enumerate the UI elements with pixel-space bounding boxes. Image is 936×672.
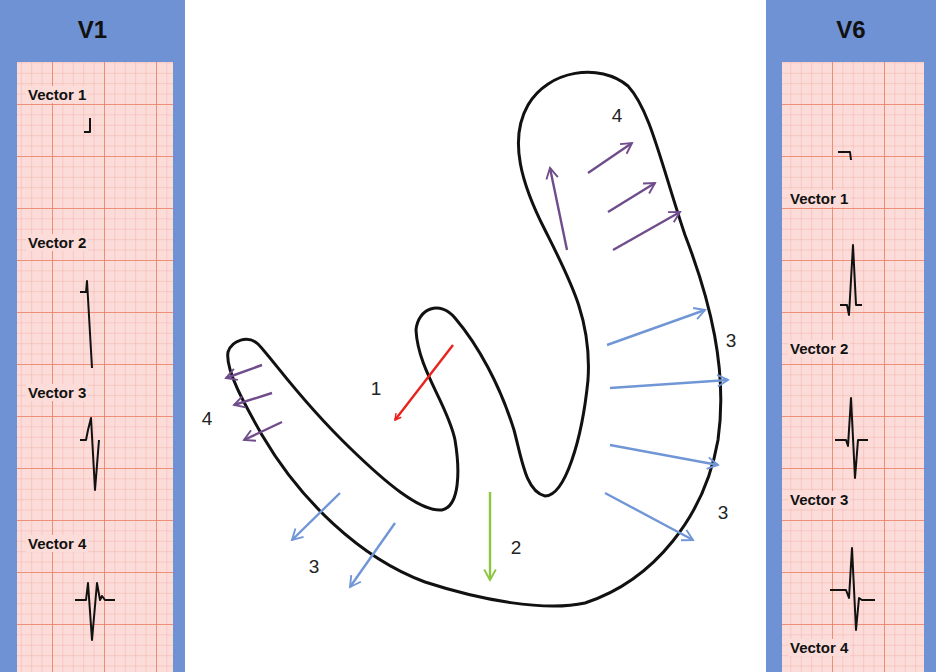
vector-arrow: [610, 445, 718, 465]
lead-panel: V1Vector 1 Vector 2 Vector 3 Vector 4: [0, 0, 185, 672]
vector-arrow: [607, 310, 705, 345]
callout-number: 2: [511, 537, 522, 559]
callout-number: 1: [371, 378, 382, 400]
vector-label: Vector 3: [26, 384, 88, 401]
lead-panel: V6Vector 1 Vector 2 Vector 3 Vector 4: [766, 0, 936, 672]
ecg-trace: [80, 281, 92, 368]
vector-arrow: [588, 143, 632, 173]
callout-number: 4: [202, 408, 213, 430]
vector-label: Vector 4: [26, 535, 88, 552]
vector-arrow: [608, 183, 655, 212]
vector-arrow: [613, 212, 680, 250]
panel-frame: [0, 0, 185, 672]
ecg-grid: [782, 62, 924, 672]
vector-label: Vector 2: [26, 234, 88, 251]
vector-arrow: [489, 492, 491, 580]
ecg-paper: [17, 62, 173, 672]
vector-arrow: [226, 365, 262, 378]
vector-arrow: [350, 523, 395, 587]
vector-label: Vector 2: [788, 340, 850, 357]
callout-number: 4: [612, 105, 623, 127]
vector-arrow: [395, 345, 453, 420]
ecg-trace: [84, 118, 90, 132]
vector-arrow: [605, 493, 693, 540]
lead-title: V1: [0, 16, 185, 44]
vector-arrow: [234, 393, 272, 405]
vector-label: Vector 1: [788, 190, 850, 207]
ecg-trace: [75, 583, 115, 640]
ecg-trace: [835, 398, 868, 478]
ecg-paper: [782, 62, 924, 672]
callout-number: 3: [726, 330, 737, 352]
panel-frame: [766, 0, 936, 672]
ecg-trace: [838, 152, 851, 160]
callout-number: 3: [718, 502, 729, 524]
vector-arrow: [610, 380, 728, 388]
vector-label: Vector 4: [788, 639, 850, 656]
heart-outline: [228, 72, 721, 606]
vector-arrow: [244, 422, 282, 440]
ecg-grid: [17, 62, 173, 672]
vector-arrow: [550, 168, 567, 250]
lead-title: V6: [766, 16, 936, 44]
vector-label: Vector 1: [26, 86, 88, 103]
vector-arrow: [292, 493, 340, 540]
ecg-trace: [840, 245, 862, 315]
ecg-trace: [830, 548, 875, 630]
vector-label: Vector 3: [788, 491, 850, 508]
ecg-trace: [80, 418, 99, 490]
callout-number: 3: [309, 556, 320, 578]
